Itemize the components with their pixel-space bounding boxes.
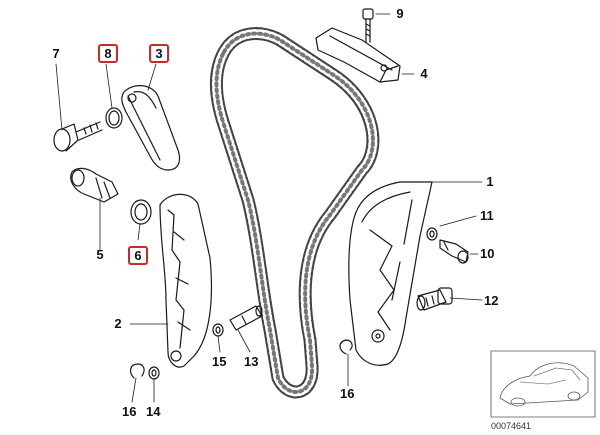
callout-13: 13	[244, 354, 259, 369]
washer-right-part	[426, 227, 438, 241]
callout-1: 1	[486, 174, 494, 189]
callout-16-left: 16	[122, 404, 137, 419]
leader-lines	[55, 13, 483, 403]
circlip-right-part	[339, 339, 353, 355]
callout-4: 4	[420, 66, 428, 81]
callout-2: 2	[114, 316, 122, 331]
seal-ring-large-part	[130, 199, 152, 225]
guide-pin-part	[229, 305, 263, 331]
bolt-right-part	[439, 239, 469, 264]
timing-chain	[210, 27, 380, 399]
washer-mid-part	[212, 323, 224, 337]
callout-8: 8	[98, 44, 118, 63]
upper-guide-rail-part	[315, 27, 401, 83]
diagram-reference-code: 00074641	[491, 421, 532, 431]
callout-15: 15	[212, 354, 227, 369]
screw-plug-part	[53, 121, 103, 152]
chain-tensioner-part	[70, 167, 119, 203]
vehicle-thumbnail-icon	[490, 350, 596, 418]
callout-14: 14	[146, 404, 161, 419]
callout-16-right: 16	[340, 386, 355, 401]
callout-7: 7	[52, 46, 60, 61]
tensioner-rail-part	[348, 181, 433, 366]
slide-rail-part	[121, 85, 181, 171]
circlip-left-part	[129, 363, 145, 379]
callout-10: 10	[480, 246, 495, 261]
callout-6: 6	[128, 246, 148, 265]
washer-bottom-part	[148, 366, 160, 380]
callout-11: 11	[480, 208, 494, 223]
callout-5: 5	[96, 247, 104, 262]
callout-9: 9	[396, 6, 404, 21]
callout-3: 3	[149, 44, 169, 63]
pivot-bolt-right-part	[416, 287, 453, 311]
callout-12: 12	[484, 293, 499, 308]
chain-guide-rail-part	[159, 193, 213, 368]
bolt-top-part	[362, 8, 374, 43]
seal-ring-small-part	[105, 107, 123, 129]
